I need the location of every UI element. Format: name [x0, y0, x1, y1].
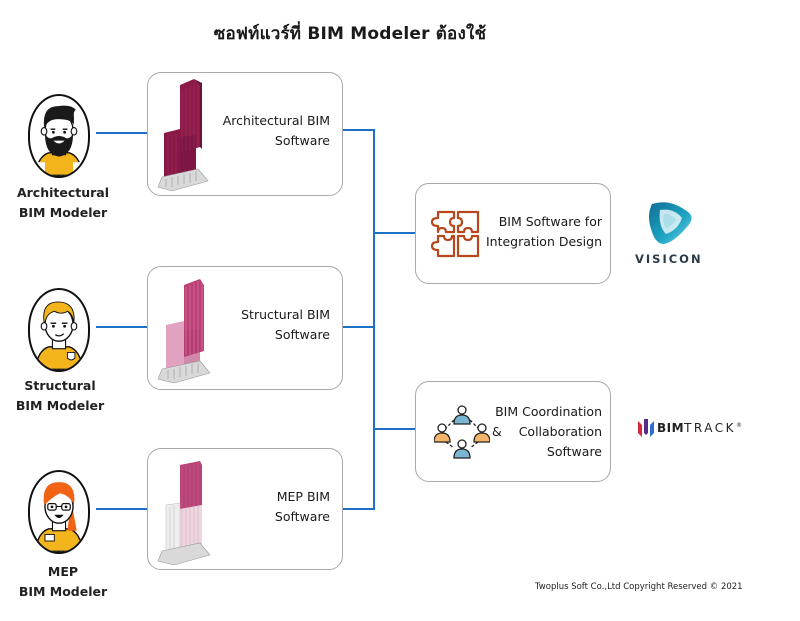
bimtrack-logo-rest: TRACK [684, 421, 736, 435]
bimtrack-registered-mark: ® [736, 422, 742, 429]
tool-label-line3: Software [546, 444, 602, 459]
red-haired-woman-avatar-icon [34, 482, 84, 552]
tool-label-line2: Integration Design [485, 234, 602, 249]
software-label-line2: Software [274, 509, 330, 524]
avatar-architectural-modeler [28, 94, 90, 178]
building-model-icon [157, 79, 209, 192]
software-label-structural: Structural BIM Software [241, 305, 330, 345]
tool-label-line1: BIM Software for [498, 214, 602, 229]
software-label-line1: Architectural BIM [222, 113, 330, 128]
modeler-label-line2: BIM Modeler [18, 584, 108, 599]
software-label-line2: Software [274, 327, 330, 342]
tool-label-integration: BIM Software for Integration Design [486, 212, 602, 252]
software-label-line1: Structural BIM [241, 307, 330, 322]
modeler-label-line2: BIM Modeler [15, 398, 105, 413]
card-architectural-software: Architectural BIM Software [147, 72, 343, 196]
software-label-line2: Software [274, 133, 330, 148]
blond-man-avatar-icon [34, 301, 84, 370]
software-label-architectural: Architectural BIM Software [223, 111, 330, 151]
team-network-icon [434, 405, 490, 459]
software-label-mep: MEP BIM Software [275, 487, 330, 527]
modeler-label-line1: Structural [24, 378, 96, 393]
bearded-man-avatar-icon [34, 105, 84, 176]
title-text: ซอฟท์แวร์ที่ BIM Modeler ต้องใช้ [213, 24, 487, 44]
avatar-structural-modeler [28, 288, 90, 372]
modeler-label-line1: Architectural [16, 185, 110, 200]
bimtrack-logo-icon [638, 419, 654, 437]
diagram-title: ซอฟท์แวร์ที่ BIM Modeler ต้องใช้ [0, 20, 700, 47]
card-integration-software: BIM Software for Integration Design [415, 183, 611, 284]
tool-label-line2: & Collaboration [492, 424, 602, 439]
card-structural-software: Structural BIM Software [147, 266, 343, 390]
modeler-label-line2: BIM Modeler [18, 205, 108, 220]
copyright-footer: Twoplus Soft Co.,Ltd Copyright Reserved … [535, 582, 743, 592]
modeler-label-line1: MEP [47, 564, 79, 579]
visicon-logo-icon [649, 202, 692, 244]
modeler-label-architectural: Architectural BIM Modeler [3, 183, 123, 223]
card-coordination-software: BIM Coordination & Collaboration Softwar… [415, 381, 611, 482]
visicon-logo [640, 200, 700, 244]
tool-label-line1: BIM Coordination [495, 404, 602, 419]
visicon-logo-text: VISICON [635, 252, 703, 266]
software-label-line1: MEP BIM [276, 489, 330, 504]
bimtrack-logo-text: BIMTRACK® [657, 421, 742, 435]
puzzle-icon [430, 210, 480, 258]
card-mep-software: MEP BIM Software [147, 448, 343, 570]
tool-label-coordination: BIM Coordination & Collaboration Softwar… [492, 402, 602, 462]
building-model-icon [157, 279, 211, 384]
avatar-mep-modeler [28, 470, 90, 554]
modeler-label-mep: MEP BIM Modeler [3, 562, 123, 602]
modeler-label-structural: Structural BIM Modeler [0, 376, 120, 416]
bimtrack-logo-bold: BIM [657, 421, 685, 435]
building-model-icon [157, 461, 211, 566]
